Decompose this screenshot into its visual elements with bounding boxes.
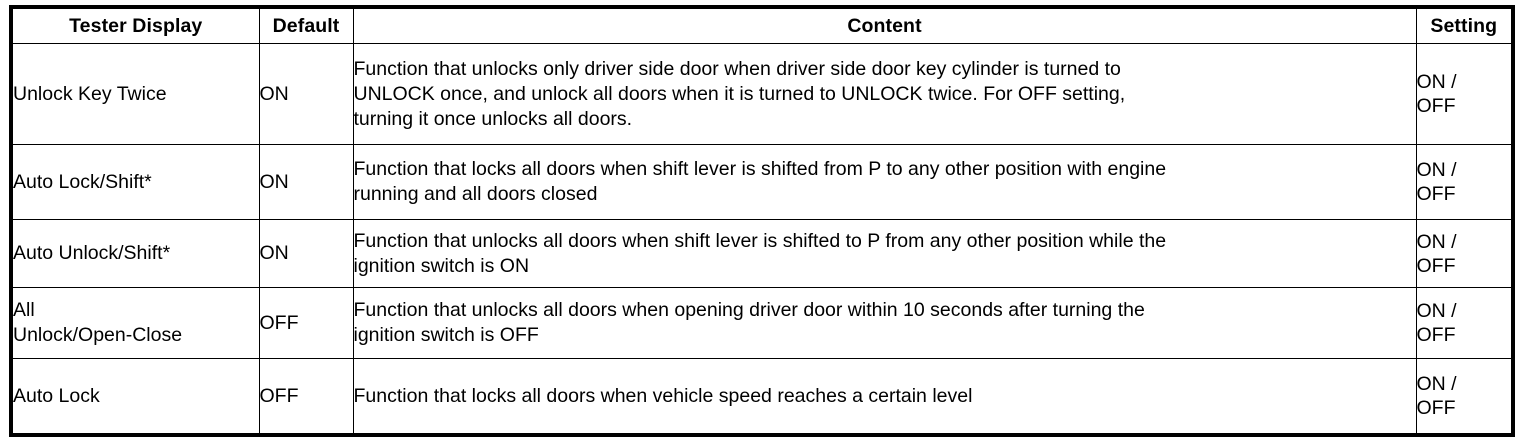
cell-setting: ON / OFF xyxy=(1415,219,1514,288)
tester-display-line: Auto Unlock/Shift* xyxy=(13,242,171,264)
cell-content: Function that unlocks all doors when ope… xyxy=(352,287,1417,359)
cell-setting: ON / OFF xyxy=(1415,358,1514,436)
content-line: Function that unlocks only driver side d… xyxy=(353,57,1121,80)
cell-tester-display: Unlock Key Twice xyxy=(10,43,260,145)
content-line: Function that locks all doors when shift… xyxy=(353,158,1167,180)
cell-tester-display: Auto Unlock/Shift* xyxy=(10,219,260,288)
cell-tester-display: Auto Lock xyxy=(10,358,260,436)
cell-setting: ON / OFF xyxy=(1415,43,1514,145)
cell-content: Function that locks all doors when vehic… xyxy=(352,358,1417,436)
content-line: ignition switch is ON xyxy=(353,254,530,277)
column-header-tester-display: Tester Display xyxy=(10,6,260,44)
tester-display-line: Unlock/Open-Close xyxy=(13,324,183,346)
cell-default: ON xyxy=(258,144,354,220)
content-line: turning it once unlocks all doors. xyxy=(353,107,633,130)
tester-display-line: Auto Lock/Shift* xyxy=(13,170,152,193)
cell-tester-display: Auto Lock/Shift* xyxy=(10,144,260,220)
setting-line: ON / xyxy=(1416,71,1457,93)
table-row: Unlock Key Twice ON Function that unlock… xyxy=(10,43,1514,145)
cell-content: Function that unlocks all doors when shi… xyxy=(352,219,1417,288)
table-header: Tester Display Default Content Setting xyxy=(10,6,1514,44)
setting-line: OFF xyxy=(1416,254,1456,277)
tester-display-line: Unlock Key Twice xyxy=(13,82,167,105)
column-header-default: Default xyxy=(258,6,354,44)
cell-default: ON xyxy=(258,219,354,288)
table-row: Auto Unlock/Shift* ON Function that unlo… xyxy=(10,219,1514,288)
content-line: Function that unlocks all doors when shi… xyxy=(353,229,1167,252)
content-line: Function that unlocks all doors when ope… xyxy=(353,299,1145,321)
tester-display-line: All xyxy=(13,299,35,321)
setting-line: ON / xyxy=(1416,230,1457,253)
table-row: Auto Lock/Shift* ON Function that locks … xyxy=(10,144,1514,220)
tester-display-line: Auto Lock xyxy=(13,384,100,407)
setting-line: ON / xyxy=(1416,373,1457,395)
content-line: ignition switch is OFF xyxy=(353,324,539,346)
table-row: All Unlock/Open-Close OFF Function that … xyxy=(10,287,1514,359)
cell-content: Function that unlocks only driver side d… xyxy=(352,43,1417,145)
content-line: UNLOCK once, and unlock all doors when i… xyxy=(353,82,1126,105)
column-header-content: Content xyxy=(352,6,1417,44)
cell-setting: ON / OFF xyxy=(1415,144,1514,220)
table-row: Auto Lock OFF Function that locks all do… xyxy=(10,358,1514,436)
content-line: Function that locks all doors when vehic… xyxy=(353,384,973,407)
setting-line: OFF xyxy=(1416,397,1456,419)
setting-line: ON / xyxy=(1416,159,1457,181)
setting-line: OFF xyxy=(1416,324,1456,346)
content-line: running and all doors closed xyxy=(353,183,598,205)
cell-default: ON xyxy=(258,43,354,145)
setting-line: OFF xyxy=(1416,95,1456,117)
cell-setting: ON / OFF xyxy=(1415,287,1514,359)
setting-line: OFF xyxy=(1416,183,1456,205)
header-row: Tester Display Default Content Setting xyxy=(10,6,1514,44)
cell-default: OFF xyxy=(258,358,354,436)
cell-content: Function that locks all doors when shift… xyxy=(352,144,1417,220)
cell-tester-display: All Unlock/Open-Close xyxy=(10,287,260,359)
column-header-setting: Setting xyxy=(1415,6,1514,44)
tester-display-settings-table: Tester Display Default Content Setting U… xyxy=(9,5,1515,437)
table-body: Unlock Key Twice ON Function that unlock… xyxy=(10,43,1514,436)
cell-default: OFF xyxy=(258,287,354,359)
setting-line: ON / xyxy=(1416,300,1457,322)
